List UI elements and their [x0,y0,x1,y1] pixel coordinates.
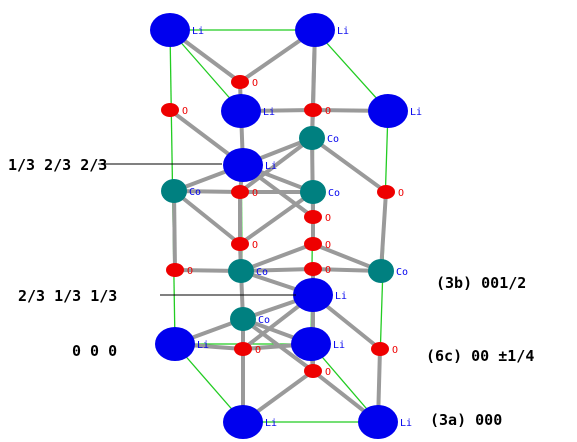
oxygen-atom [304,103,322,117]
oxygen-atom [371,342,389,356]
lithium-atom-label: Li [197,340,209,351]
cell-edges [169,29,389,423]
bond [310,136,388,194]
cobalt-atom [368,259,394,283]
cobalt-atom [230,307,256,331]
cobalt-atom-label: Co [258,315,270,326]
lithium-atom-label: Li [333,340,345,351]
lithium-atom-label: Li [265,161,277,172]
bond [172,189,177,272]
lithium-atom [221,94,261,128]
lithium-atom [291,327,331,361]
oxygen-atom [231,237,249,251]
oxygen-atom-label: O [252,240,258,251]
oxygen-atom [234,342,252,356]
oxygen-atom-label: O [255,345,261,356]
oxygen-atom [231,75,249,89]
cobalt-atom [228,259,254,283]
origin-label: 0 0 0 [72,342,117,360]
cobalt-atom-label: Co [189,187,201,198]
lithium-atom-label: Li [192,26,204,37]
site-label-6c: (6c) 00 ±1/4 [426,347,534,365]
oxygen-atom [231,185,249,199]
lithium-atom [293,278,333,312]
oxygen-atom [304,364,322,378]
cobalt-atom [300,180,326,204]
lithium-atom [358,405,398,439]
lithium-atom-label: Li [335,291,347,302]
oxygen-atom [166,263,184,277]
oxygen-atom-label: O [398,188,404,199]
lithium-atom-label: Li [410,107,422,118]
bonds [168,28,390,424]
site-label-3a: (3a) 000 [430,411,502,429]
lithium-atom [150,13,190,47]
oxygen-atom-label: O [182,106,188,117]
cobalt-atom-label: Co [327,134,339,145]
oxygen-atom-label: O [252,78,258,89]
bond [172,189,242,246]
oxygen-atom-label: O [325,213,331,224]
lithium-atom [223,405,263,439]
bond [379,190,388,273]
site-label-3b: (3b) 001/2 [436,274,526,292]
lithium-atom [368,94,408,128]
oxygen-atom [304,237,322,251]
oxygen-atom-label: O [392,345,398,356]
lithium-atom-label: Li [337,26,349,37]
lithium-atom [295,13,335,47]
lithium-atom-label: Li [263,107,275,118]
cobalt-atom-label: Co [396,267,408,278]
oxygen-atom-label: O [187,266,193,277]
oxygen-atom [304,262,322,276]
oxygen-atom [304,210,322,224]
oxygen-atom-label: O [325,106,331,117]
cobalt-atom-label: Co [256,267,268,278]
lithium-atom-label: Li [265,418,277,429]
oxygen-atom-label: O [325,265,331,276]
oxygen-atom [161,103,179,117]
oxygen-atom-label: O [252,188,258,199]
cell-edge [314,29,389,112]
bond [238,190,315,246]
coord-label-mid: 2/3 1/3 1/3 [18,287,117,305]
cobalt-atom [161,179,187,203]
coord-label-top: 1/3 2/3 2/3 [8,156,107,174]
cobalt-atom [299,126,325,150]
lithium-atom [155,327,195,361]
lithium-atom [223,148,263,182]
bond [238,136,314,194]
lithium-atom-label: Li [400,418,412,429]
oxygen-atom-label: O [325,367,331,378]
cobalt-atom-label: Co [328,188,340,199]
oxygen-atom-label: O [325,240,331,251]
annotations: 1/3 2/3 2/3 2/3 1/3 1/3 0 0 0 (3b) 001/2… [8,156,534,429]
pointer-lines [98,163,296,296]
oxygen-atom [377,185,395,199]
